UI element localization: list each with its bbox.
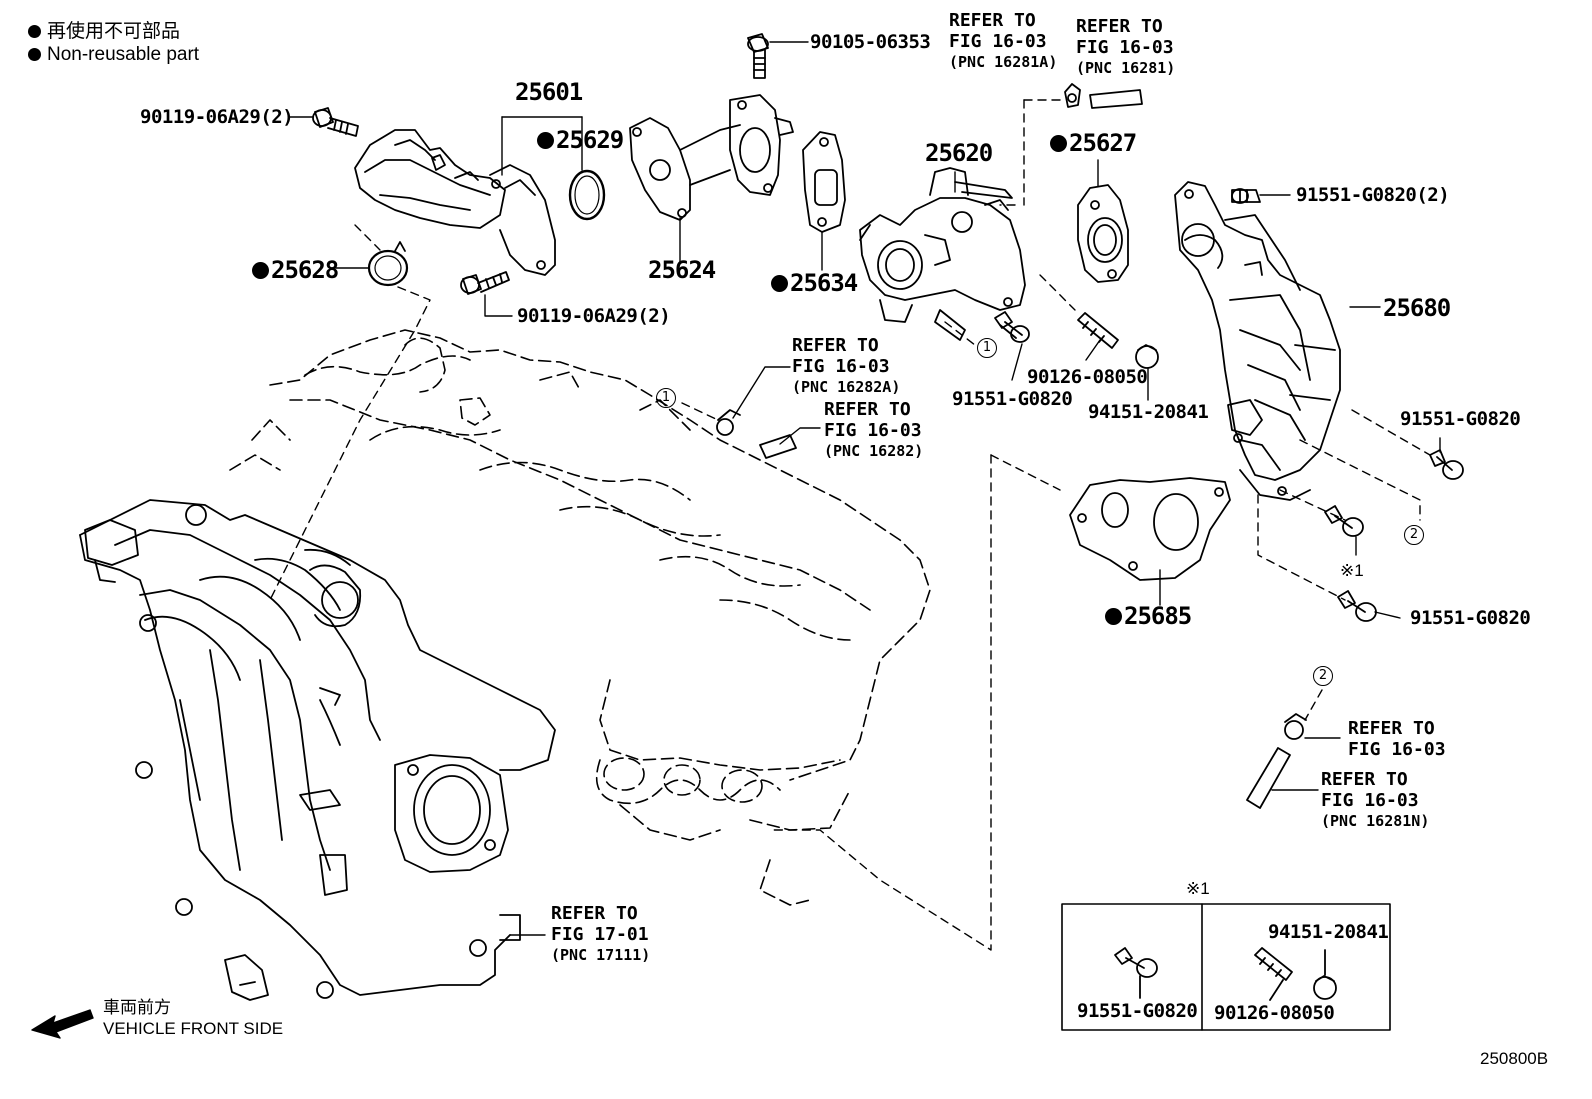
marker-1-clamp: 1 [656, 388, 676, 408]
refer-line2: FIG 16-03 [824, 420, 922, 441]
refer-16281N[interactable]: REFER TO FIG 16-03 (PNC 16281N) [1321, 769, 1429, 832]
gasket-25685 [1069, 477, 1231, 581]
note-marker-1: ※1 [1340, 561, 1364, 580]
leader-lines [288, 41, 1441, 936]
inset-label-91551-g0820[interactable]: 91551-G0820 [1077, 1000, 1198, 1022]
refer-16282[interactable]: REFER TO FIG 16-03 (PNC 16282) [824, 399, 923, 462]
marker-1-valve: 1 [977, 338, 997, 358]
part-label-90119-upper[interactable]: 90119-06A29(2) [140, 106, 294, 128]
legend-jp: 再使用不可部品 [28, 22, 180, 41]
refer-line1: REFER TO [949, 10, 1036, 31]
refer-line2: FIG 16-03 [1348, 739, 1446, 760]
exhaust-manifold-25680 [1174, 181, 1341, 501]
part-label-91551-g0820-right-a[interactable]: 91551-G0820 [1400, 408, 1521, 430]
gasket-25627 [1077, 184, 1129, 283]
refer-line2: FIG 16-03 [1076, 37, 1174, 58]
inset-stud-90126 [1254, 947, 1293, 1001]
hose-16281N [1246, 747, 1291, 809]
part-label-25629[interactable]: 25629 [537, 128, 624, 152]
bolt-91551-valve [994, 311, 1030, 343]
bolt-91551-right-c [1337, 590, 1377, 622]
non-reusable-dot-icon [1105, 608, 1122, 625]
refer-16282A[interactable]: REFER TO FIG 16-03 (PNC 16282A) [792, 335, 900, 398]
refer-line1: REFER TO [792, 335, 879, 356]
part-label-90119-lower[interactable]: 90119-06A29(2) [517, 305, 671, 327]
bolt-90119-lower [460, 271, 510, 295]
part-label-94151-20841[interactable]: 94151-20841 [1088, 401, 1209, 423]
egr-pipe-25624 [629, 94, 794, 221]
refer-line2: FIG 16-03 [1321, 790, 1419, 811]
bolt-91551-right-a [1429, 449, 1464, 480]
non-reusable-dot-icon [28, 48, 41, 61]
inset-title: ※1 [1186, 879, 1210, 898]
vehicle-front-jp: 車両前方 [103, 998, 171, 1017]
refer-16281A[interactable]: REFER TO FIG 16-03 (PNC 16281A) [949, 10, 1057, 73]
part-label-91551-g0820-right-b[interactable]: 91551-G0820 [1410, 607, 1531, 629]
gasket-25634 [802, 131, 846, 233]
refer-17111[interactable]: REFER TO FIG 17-01 (PNC 17111) [551, 903, 650, 966]
part-label-25624[interactable]: 25624 [648, 256, 716, 284]
bolt-91551-right-b [1324, 505, 1364, 537]
bolt-90105-06353 [747, 33, 769, 79]
part-label-25680[interactable]: 25680 [1383, 294, 1451, 322]
bolt-91551-g0820-2 [1231, 188, 1261, 204]
part-label-25627[interactable]: 25627 [1050, 131, 1137, 155]
refer-pnc: (PNC 16281) [1076, 59, 1176, 77]
inset-label-90126-08050[interactable]: 90126-08050 [1214, 1002, 1335, 1024]
gasket-25629 [568, 169, 606, 221]
refer-line1: REFER TO [1321, 769, 1408, 790]
refer-line2: FIG 16-03 [949, 31, 1047, 52]
inset-label-94151-20841[interactable]: 94151-20841 [1268, 921, 1389, 943]
egr-pipe-25601 [354, 129, 556, 276]
part-label-25628[interactable]: 25628 [252, 258, 339, 282]
hose-16281 [1089, 89, 1143, 109]
non-reusable-dot-icon [537, 132, 554, 149]
part-label-90126-08050[interactable]: 90126-08050 [1027, 366, 1148, 388]
clamp-16282A [716, 409, 741, 436]
hose-16282 [759, 434, 797, 459]
part-label-25634[interactable]: 25634 [771, 271, 858, 295]
bolt-90119-upper [312, 107, 359, 137]
inset-nut-94151 [1313, 949, 1337, 1000]
non-reusable-dot-icon [1050, 135, 1067, 152]
refer-line1: REFER TO [551, 903, 638, 924]
refer-line2: FIG 17-01 [551, 924, 649, 945]
part-label-91551-g0820-2[interactable]: 91551-G0820(2) [1296, 184, 1450, 206]
non-reusable-dot-icon [771, 275, 788, 292]
non-reusable-dot-icon [252, 262, 269, 279]
refer-16-03-clamp[interactable]: REFER TO FIG 16-03 [1348, 718, 1446, 760]
intake-manifold [79, 499, 556, 1001]
refer-pnc: (PNC 17111) [551, 946, 651, 964]
inset-bolt-91551 [1114, 947, 1158, 999]
vehicle-front-arrow-icon [31, 1009, 94, 1039]
manifold-egr-port [299, 754, 509, 873]
part-label-25620[interactable]: 25620 [925, 139, 993, 167]
marker-2-exhaust: 2 [1404, 525, 1424, 545]
gasket-25628 [367, 241, 409, 287]
refer-pnc: (PNC 16282A) [792, 378, 901, 396]
part-label-25685[interactable]: 25685 [1105, 604, 1192, 628]
refer-pnc: (PNC 16281N) [1321, 812, 1430, 830]
refer-line2: FIG 16-03 [792, 356, 890, 377]
part-label-91551-g0820-valve[interactable]: 91551-G0820 [952, 388, 1073, 410]
refer-pnc: (PNC 16282) [824, 442, 924, 460]
diagram-code: 250800B [1480, 1049, 1549, 1068]
refer-line1: REFER TO [824, 399, 911, 420]
refer-16281[interactable]: REFER TO FIG 16-03 (PNC 16281) [1076, 16, 1175, 79]
hose-clamp-16281A [1064, 83, 1081, 108]
legend-en: Non-reusable part [28, 45, 199, 64]
part-label-25601[interactable]: 25601 [515, 78, 583, 106]
marker-2-clamp: 2 [1313, 666, 1333, 686]
part-label-90105-06353[interactable]: 90105-06353 [810, 31, 931, 53]
refer-line1: REFER TO [1076, 16, 1163, 37]
clamp-bottom-right [1284, 713, 1307, 740]
refer-line1: REFER TO [1348, 718, 1435, 739]
dashed-connections [269, 99, 1431, 951]
egr-valve-25620 [859, 167, 1026, 341]
non-reusable-dot-icon [28, 25, 41, 38]
vehicle-front-en: VEHICLE FRONT SIDE [103, 1019, 284, 1038]
nut-94151-20841 [1135, 344, 1159, 369]
refer-pnc: (PNC 16281A) [949, 53, 1058, 71]
inset-box [1061, 903, 1391, 1031]
